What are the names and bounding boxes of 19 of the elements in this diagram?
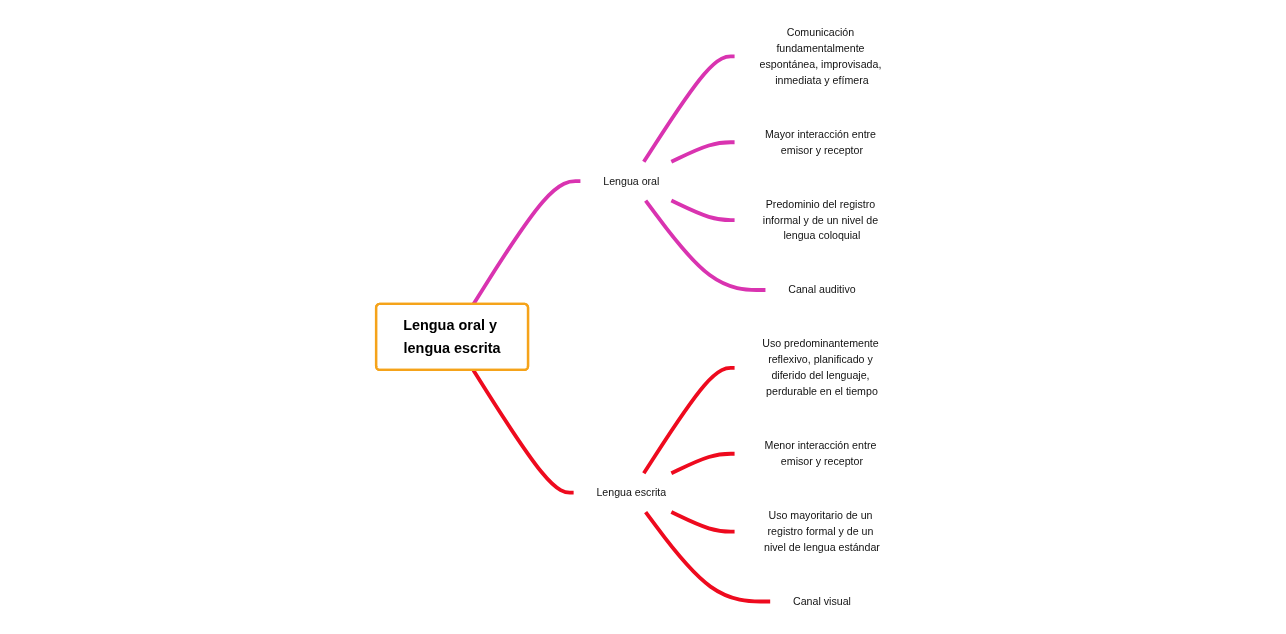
connector bbox=[644, 510, 771, 604]
connector bbox=[644, 199, 766, 292]
connector bbox=[472, 369, 574, 495]
node-text: Comunicación fundamentalmente espontánea, improvisada, inmediata y efímera bbox=[759, 26, 882, 87]
connector bbox=[642, 54, 735, 163]
node-text: Predominio del registro informal y de un nivel de lengua coloquial bbox=[763, 197, 879, 242]
node-text: Canal visual bbox=[793, 595, 852, 608]
node-text: Uso mayoritario de un registro formal y de un nivel de lengua estándar bbox=[764, 509, 881, 554]
connector bbox=[670, 510, 735, 534]
node-text: Menor interacción entre emisor y receptor bbox=[764, 439, 877, 468]
node-text: Mayor interacción entre emisor y receptor bbox=[765, 127, 877, 156]
node-text: Lengua oral bbox=[603, 174, 660, 187]
connector bbox=[670, 451, 735, 476]
node-text: Canal auditivo bbox=[788, 283, 856, 296]
connector bbox=[642, 366, 735, 475]
connector bbox=[670, 198, 735, 223]
node-text: Lengua escrita bbox=[596, 486, 667, 499]
node-text: Uso predominantemente reflexivo, planificado y diferido del lenguaje, perdurable en el tiempo bbox=[762, 337, 879, 398]
connector bbox=[670, 140, 735, 164]
